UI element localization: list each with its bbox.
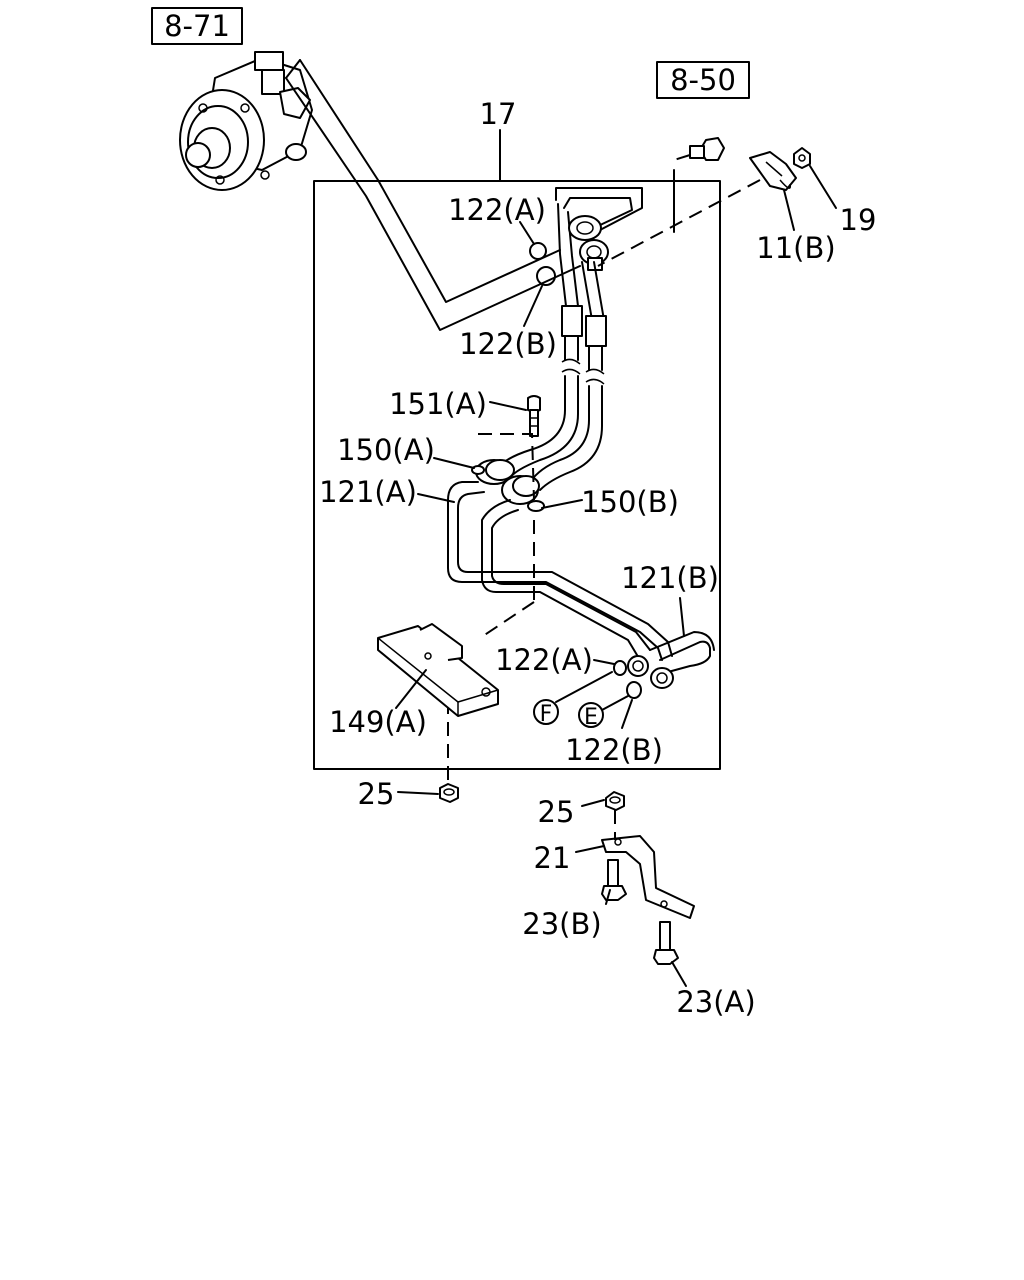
dash-bolt-8-50 — [673, 154, 691, 161]
label-21[interactable]: 21 — [534, 841, 571, 875]
nut-25-right — [605, 791, 625, 840]
hose-17 — [285, 59, 581, 331]
label-149a[interactable]: 149(A) — [329, 705, 427, 739]
ref-8-71-label: 8-71 — [164, 9, 230, 43]
label-11b[interactable]: 11(B) — [756, 231, 835, 265]
bolt-8-50 — [673, 137, 725, 233]
label-121a[interactable]: 121(A) — [319, 475, 417, 509]
circle-f: F — [533, 699, 559, 727]
svg-text:F: F — [540, 702, 553, 727]
label-25-left[interactable]: 25 — [358, 777, 395, 811]
label-23b[interactable]: 23(B) — [522, 907, 601, 941]
label-122a-top[interactable]: 122(A) — [448, 193, 546, 227]
label-122b-bottom[interactable]: 122(B) — [565, 733, 663, 767]
ref-box-8-50[interactable]: 8-50 — [656, 61, 750, 99]
upper-tube-frame — [555, 187, 643, 347]
ref-box-8-71[interactable]: 8-71 — [151, 7, 243, 45]
label-150b[interactable]: 150(B) — [581, 485, 679, 519]
label-150a[interactable]: 150(A) — [337, 433, 435, 467]
label-122b-top[interactable]: 122(B) — [459, 327, 557, 361]
svg-text:E: E — [584, 705, 598, 730]
label-122a-bottom[interactable]: 122(A) — [495, 643, 593, 677]
label-19[interactable]: 19 — [840, 203, 877, 237]
nut-19 — [793, 147, 811, 169]
nut-25-left — [439, 783, 459, 803]
bolt-23b — [601, 859, 627, 901]
ref-8-50-label: 8-50 — [670, 63, 736, 97]
o-ring-122a-top — [529, 242, 547, 260]
bolt-23a — [653, 921, 679, 965]
o-ring-122b-bottom — [626, 681, 642, 699]
assembly-frame — [313, 180, 721, 770]
label-151a[interactable]: 151(A) — [389, 387, 487, 421]
dash-150a — [478, 433, 535, 501]
bracket-21 — [601, 835, 695, 919]
clamp-150b — [501, 475, 545, 512]
o-ring-122a-bottom — [613, 660, 627, 676]
label-23a[interactable]: 23(A) — [676, 985, 755, 1019]
clip-11b — [749, 151, 797, 191]
bolt-151a — [527, 395, 541, 437]
tube-121b — [627, 631, 715, 689]
circle-e: E — [578, 702, 604, 730]
clamp-150a — [471, 459, 515, 485]
tube-right-upper — [529, 345, 605, 491]
o-ring-122b-top — [536, 266, 556, 286]
dash-clip — [597, 179, 761, 267]
bracket-149a — [377, 623, 499, 717]
label-17[interactable]: 17 — [480, 97, 517, 131]
label-121b[interactable]: 121(B) — [621, 561, 719, 595]
dash-bracket-2 — [479, 601, 535, 639]
leaders — [395, 165, 837, 987]
label-25-right[interactable]: 25 — [538, 795, 575, 829]
compressor-drawing — [179, 51, 313, 191]
tube-121a — [447, 481, 673, 661]
